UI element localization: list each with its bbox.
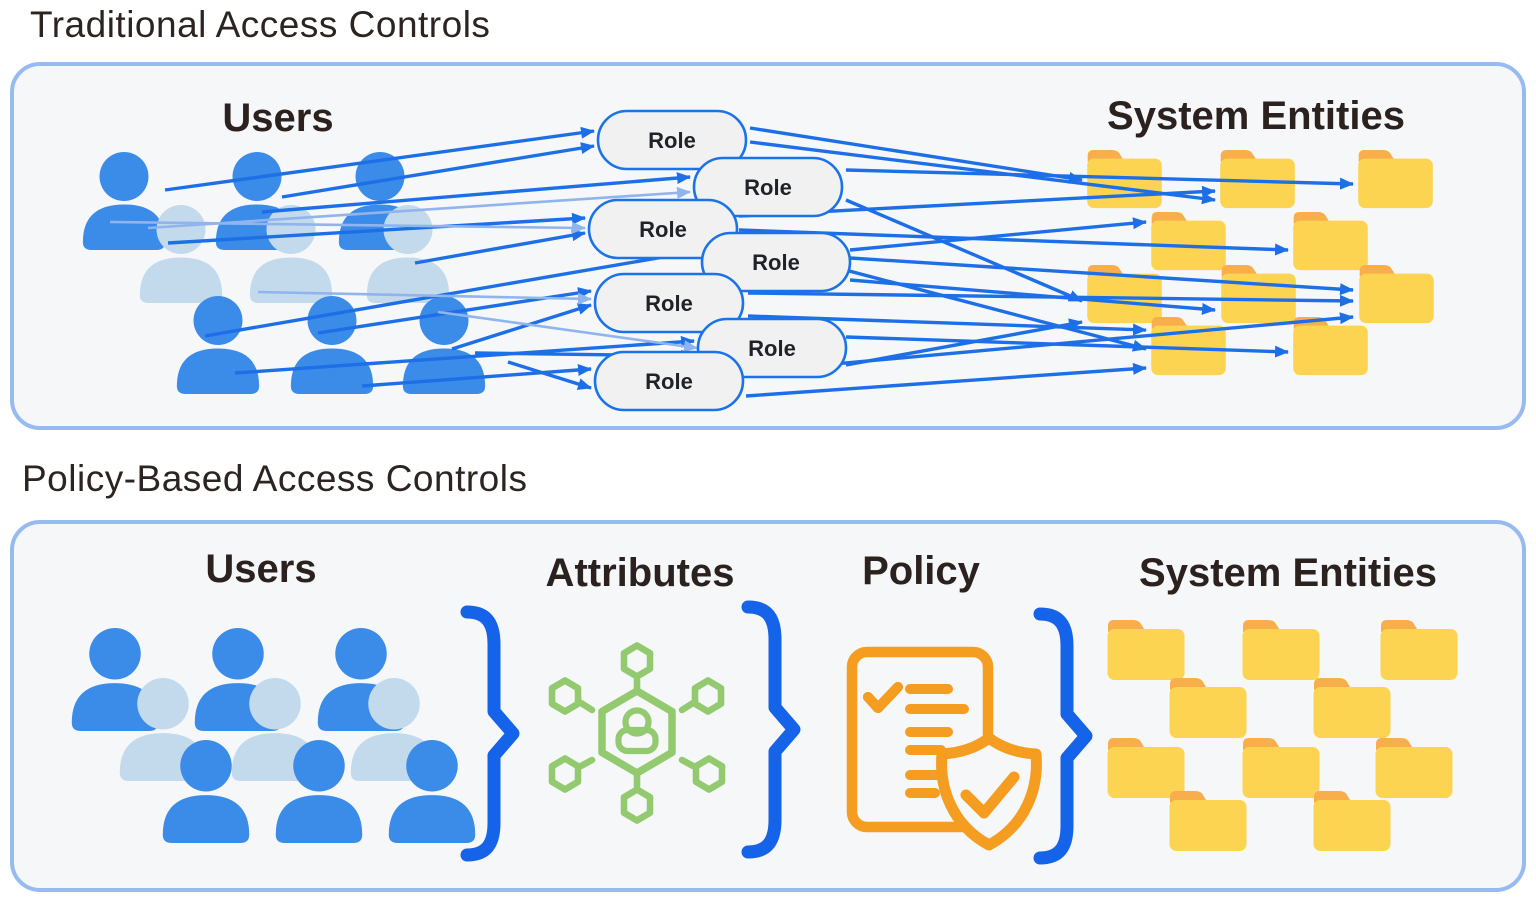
access-arrow (849, 217, 1147, 252)
policy-diagram-svg (71, 600, 1458, 865)
folder-icon (1242, 738, 1320, 798)
attributes-icon (548, 642, 726, 824)
policy-users-header: Users (205, 547, 317, 591)
user-icon (176, 296, 260, 394)
curly-brace-icon (741, 600, 801, 859)
access-arrow (745, 362, 1147, 398)
curly-brace-icon (460, 605, 520, 862)
role-pill: Role (587, 198, 739, 260)
folder-icon (1375, 738, 1453, 798)
access-arrow (257, 290, 592, 305)
role-label: Role (639, 217, 687, 242)
folder-icon (1151, 316, 1226, 376)
folder-icon (1293, 316, 1368, 376)
folder-icon (1380, 620, 1458, 680)
access-arrow (261, 172, 691, 214)
traditional-section-title: Traditional Access Controls (30, 4, 491, 45)
access-arrow (849, 256, 1354, 296)
folder-icon (1359, 264, 1434, 324)
access-arrow (849, 278, 1216, 315)
folder-icon (1293, 211, 1368, 271)
access-arrow (281, 142, 595, 199)
access-arrow (361, 363, 592, 388)
role-label: Role (744, 175, 792, 200)
access-arrow (437, 310, 698, 353)
folders-group (1087, 149, 1434, 376)
policy-section-title: Policy-Based Access Controls (22, 458, 528, 499)
role-pill: Role (700, 231, 852, 293)
role-label: Role (752, 250, 800, 275)
folder-icon (1242, 620, 1320, 680)
role-label: Role (648, 128, 696, 153)
access-arrow (749, 126, 1083, 184)
policy-policy-header: Policy (862, 549, 980, 593)
access-arrow (749, 140, 1216, 205)
role-pill: Role (596, 109, 748, 171)
access-arrow (414, 229, 586, 265)
folder-icon (1313, 791, 1391, 851)
folder-icon (1151, 211, 1226, 271)
curly-brace-icon (1033, 607, 1093, 865)
role-label: Role (748, 336, 796, 361)
access-arrow (507, 360, 592, 390)
access-arrow (164, 126, 595, 192)
access-arrow (451, 303, 592, 351)
users-group (71, 628, 476, 843)
policy-attributes-header: Attributes (545, 551, 735, 595)
role-pill: Role (593, 350, 745, 412)
role-pill: Role (696, 317, 848, 379)
access-arrow (745, 312, 1354, 374)
folder-icon (1221, 264, 1296, 324)
role-label: Role (645, 369, 693, 394)
role-label: Role (645, 291, 693, 316)
access-arrow (234, 335, 695, 375)
access-arrow (747, 291, 1354, 307)
access-arrow (167, 212, 586, 245)
folders-group (1107, 620, 1458, 851)
users-group (82, 152, 486, 394)
access-arrow (109, 220, 586, 234)
arrows-group (109, 126, 699, 390)
role-pill: Role (593, 272, 745, 334)
folder-icon (1313, 678, 1391, 738)
folder-icon (1107, 620, 1185, 680)
user-icon (82, 152, 166, 250)
folder-icon (1107, 738, 1185, 798)
access-arrow (204, 247, 699, 338)
folder-icon (1169, 791, 1247, 851)
folder-icon (1169, 678, 1247, 738)
traditional-entities-header: System Entities (1107, 94, 1405, 138)
traditional-users-header: Users (222, 96, 334, 140)
policy-icon (846, 646, 1042, 851)
access-arrow (845, 198, 1083, 303)
access-arrow (147, 186, 691, 230)
access-arrow (845, 168, 1354, 190)
policy-entities-header: System Entities (1139, 551, 1437, 595)
folder-icon (1358, 149, 1433, 209)
role-pill: Role (692, 156, 844, 218)
